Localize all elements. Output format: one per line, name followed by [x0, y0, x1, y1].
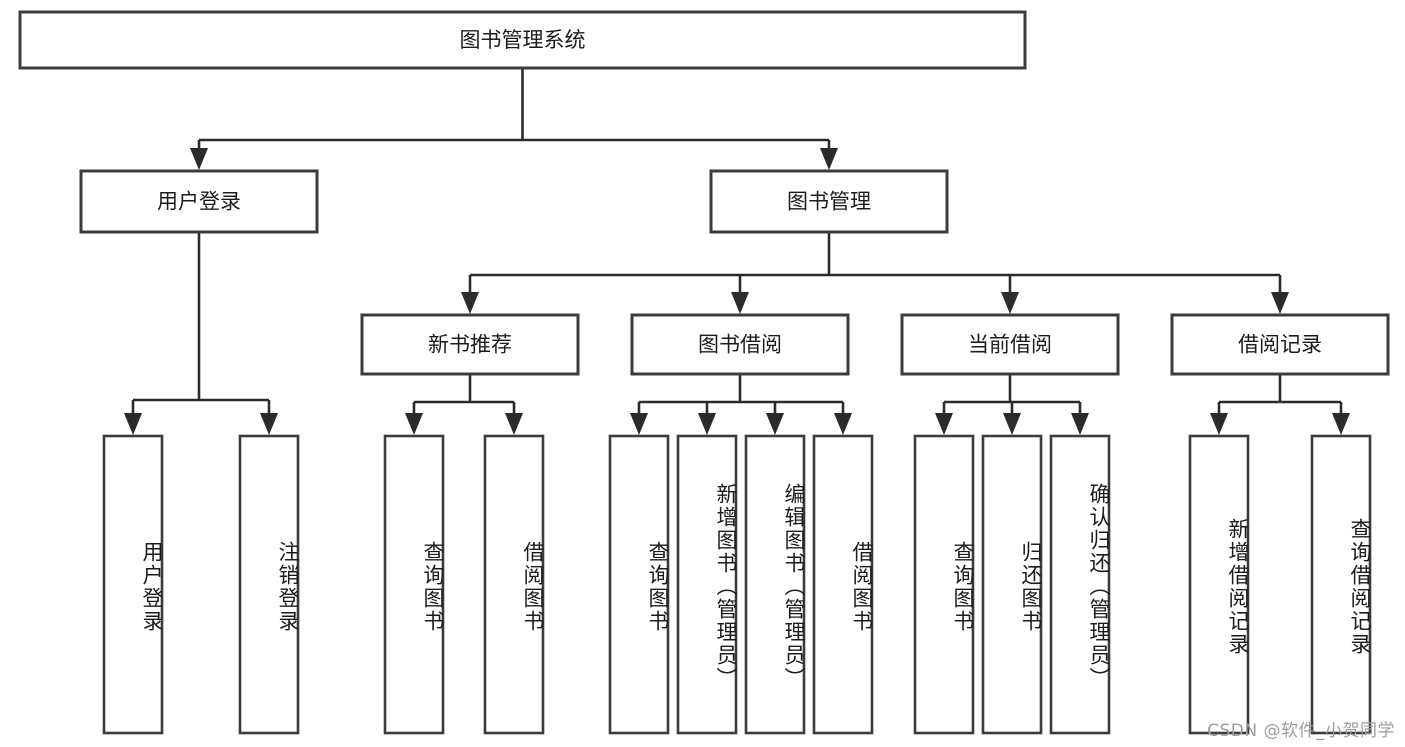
node-label-book-management: 图书管理: [787, 190, 871, 214]
edge-current-borrow-arrow-2: [1071, 413, 1089, 435]
edge-current-borrow-arrow-1: [1003, 413, 1021, 435]
node-leaf-query-book-recommend[interactable]: [383, 434, 445, 735]
edge-borrow-record-arrow-1: [1332, 413, 1350, 435]
node-root[interactable]: [18, 10, 1027, 70]
node-book-borrow[interactable]: [630, 313, 850, 376]
node-label-book-borrow: 图书借阅: [698, 333, 782, 357]
node-label-user-login: 用户登录: [157, 190, 241, 214]
node-leaf-add-book-admin[interactable]: [676, 434, 738, 735]
node-box-layer: [18, 10, 1390, 735]
edge-book-borrow-arrow-2: [766, 413, 784, 435]
csdn-watermark: CSDN @软件_小贺同学: [1207, 721, 1395, 741]
edge-bookmgmt-arrow-3: [1271, 292, 1289, 314]
node-book-management[interactable]: [709, 169, 949, 234]
node-leaf-confirm-return-admin[interactable]: [1049, 434, 1111, 735]
node-leaf-borrow-book[interactable]: [812, 434, 874, 735]
node-leaf-user-login[interactable]: [102, 434, 164, 735]
edge-bookmgmt-arrow-1: [731, 292, 749, 314]
node-leaf-query-book-borrow[interactable]: [608, 434, 670, 735]
node-label-current-borrow: 当前借阅: [968, 333, 1052, 357]
node-label-root: 图书管理系统: [460, 28, 586, 52]
connector-layer: [124, 68, 1350, 435]
edge-book-borrow-arrow-1: [698, 413, 716, 435]
edge-bookmgmt-arrow-2: [1001, 292, 1019, 314]
edge-book-borrow-arrow-0: [630, 413, 648, 435]
node-user-login[interactable]: [79, 169, 319, 234]
edge-new-book-recommend-arrow-0: [405, 413, 423, 435]
node-leaf-query-book-current[interactable]: [913, 434, 975, 735]
edge-userlogin-arrow-1: [260, 413, 278, 435]
node-leaf-query-borrow-record[interactable]: [1310, 434, 1372, 735]
node-leaf-return-book[interactable]: [981, 434, 1043, 735]
node-borrow-record[interactable]: [1170, 313, 1390, 376]
edge-bookmgmt-arrow-0: [461, 292, 479, 314]
edge-book-borrow-arrow-3: [834, 413, 852, 435]
node-leaf-edit-book-admin[interactable]: [744, 434, 806, 735]
node-leaf-add-borrow-record[interactable]: [1188, 434, 1250, 735]
node-label-new-book-recommend: 新书推荐: [428, 333, 512, 357]
edge-root-arrow-1: [820, 148, 838, 170]
node-label-borrow-record: 借阅记录: [1238, 333, 1322, 357]
node-current-borrow[interactable]: [900, 313, 1120, 376]
node-new-book-recommend[interactable]: [360, 313, 580, 376]
node-leaf-user-logout[interactable]: [238, 434, 300, 735]
edge-new-book-recommend-arrow-1: [505, 413, 523, 435]
edge-userlogin-arrow-0: [124, 413, 142, 435]
edge-current-borrow-arrow-0: [935, 413, 953, 435]
edge-borrow-record-arrow-0: [1210, 413, 1228, 435]
edge-root-arrow-0: [190, 148, 208, 170]
node-leaf-borrow-book-recommend[interactable]: [483, 434, 545, 735]
